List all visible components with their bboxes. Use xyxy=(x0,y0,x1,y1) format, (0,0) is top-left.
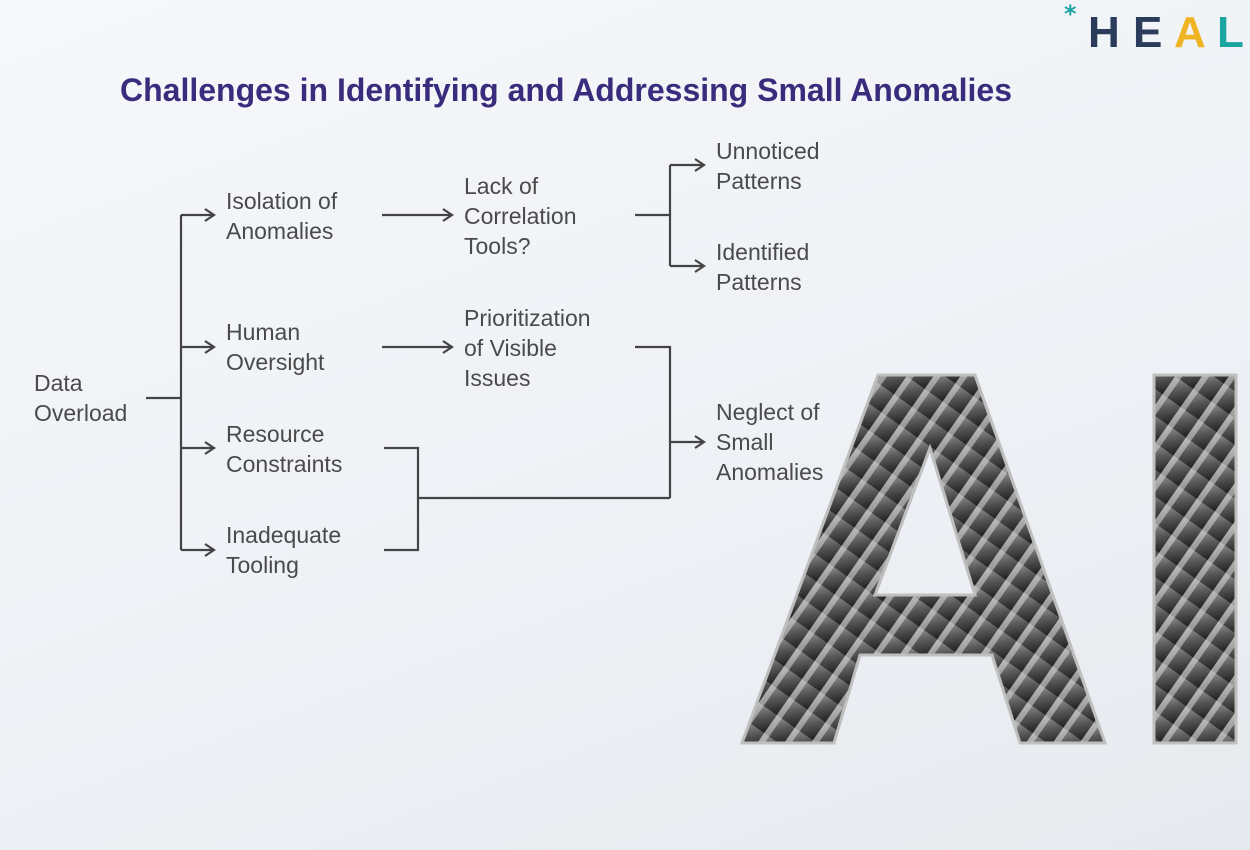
node-line: Prioritization xyxy=(464,305,591,331)
node-line: Identified xyxy=(716,239,810,265)
node-prioritization-of-visible-issues: Prioritization of Visible Issues xyxy=(464,303,591,393)
node-inadequate-tooling: Inadequate Tooling xyxy=(226,520,341,580)
connector-resource-tooling xyxy=(384,446,670,552)
node-identified-patterns: Identified Patterns xyxy=(716,237,809,297)
node-line: Patterns xyxy=(716,269,802,295)
node-line: Anomalies xyxy=(716,459,824,485)
node-line: Oversight xyxy=(226,349,325,375)
node-line: Lack of xyxy=(464,173,539,199)
node-isolation-of-anomalies: Isolation of Anomalies xyxy=(226,186,337,246)
node-line: of Visible xyxy=(464,335,557,361)
node-line: Resource xyxy=(226,421,325,447)
logo-letter-h: H xyxy=(1088,8,1120,52)
heal-logo: * H E A L xyxy=(1064,0,1244,52)
logo-letter-e: E xyxy=(1133,8,1162,52)
node-line: Patterns xyxy=(716,168,802,194)
node-line: Small xyxy=(716,429,774,455)
node-line: Overload xyxy=(34,400,128,426)
node-line: Anomalies xyxy=(226,218,334,244)
page-title: Challenges in Identifying and Addressing… xyxy=(120,72,1013,108)
node-line: Neglect of xyxy=(716,399,820,425)
logo-letter-l: L xyxy=(1217,8,1244,52)
node-resource-constraints: Resource Constraints xyxy=(226,419,342,479)
node-unnoticed-patterns: Unnoticed Patterns xyxy=(716,136,820,196)
node-line: Inadequate xyxy=(226,522,342,548)
node-line: Constraints xyxy=(226,451,343,477)
node-line: Issues xyxy=(464,365,531,391)
connector-prioritization xyxy=(635,345,672,498)
node-human-oversight: Human Oversight xyxy=(226,317,324,377)
node-line: Tooling xyxy=(226,552,299,578)
logo-letter-a: A xyxy=(1174,8,1206,52)
node-lack-of-correlation-tools: Lack of Correlation Tools? xyxy=(464,171,577,261)
node-line: Unnoticed xyxy=(716,138,820,164)
node-line: Isolation of xyxy=(226,188,338,214)
node-line: Tools? xyxy=(464,233,531,259)
ai-decoration: A I xyxy=(739,373,1238,745)
ai-letter-a: A xyxy=(739,373,1108,745)
node-line: Human xyxy=(226,319,301,345)
logo-asterisk: * xyxy=(1064,0,1077,28)
node-line: Data xyxy=(34,370,83,396)
node-data-overload: Data Overload xyxy=(34,368,127,428)
node-neglect-of-small-anomalies: Neglect of Small Anomalies xyxy=(716,397,823,487)
connector-correlation xyxy=(635,165,672,266)
ai-letter-i: I xyxy=(1152,373,1238,745)
node-line: Correlation xyxy=(464,203,577,229)
